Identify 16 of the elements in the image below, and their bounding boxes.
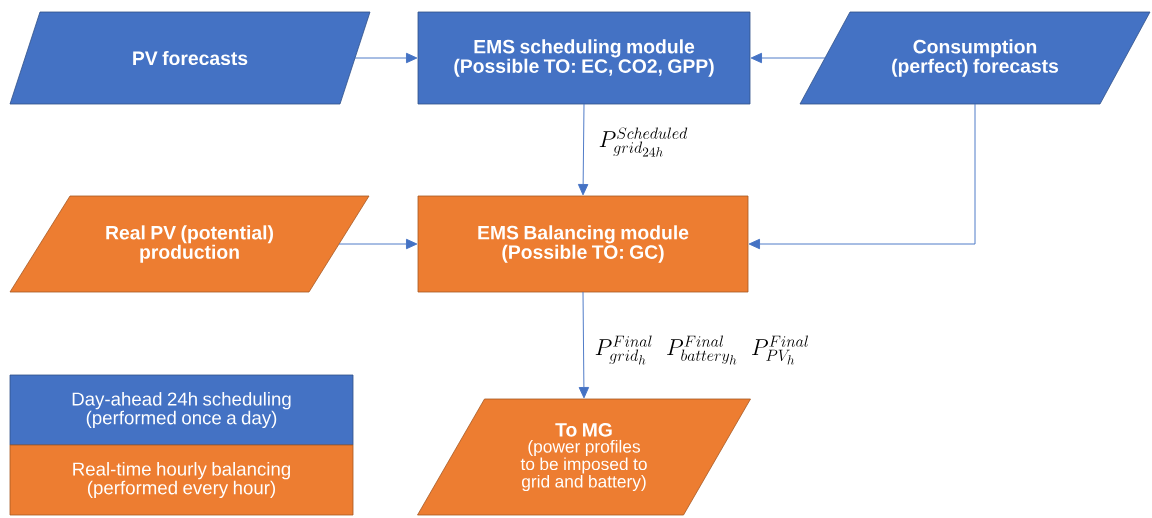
arrow	[578, 291, 590, 399]
arrow	[748, 103, 976, 250]
arrow	[354, 52, 418, 64]
arrow	[338, 238, 418, 250]
data-parallelogram: To MG (power profiles to be imposed to grid and battery)	[417, 398, 751, 516]
edge-label: $P^{Scheduled}_{grid_{24h}}$	[599, 127, 688, 157]
data-parallelogram: Consumption (perfect) forecasts	[799, 11, 1151, 105]
edge-label: $P^{Final}_{grid_h}\;\;P^{Final}_{battery_h}\;\;P^{Final}_{PV_h}$	[595, 335, 808, 365]
process-box: EMS Balancing module (Possible TO: GC)	[417, 195, 749, 293]
arrow	[577, 103, 589, 196]
arrow	[750, 52, 826, 64]
process-box: EMS scheduling module (Possible TO: EC, CO2, GPP)	[417, 11, 751, 105]
data-parallelogram: Real PV (potential) production	[9, 195, 370, 293]
legend-text: Day-ahead 24h scheduling (performed once a day)	[72, 391, 291, 429]
legend-text: Real-time hourly balancing (performed every hour)	[73, 461, 290, 499]
data-parallelogram: PV forecasts	[9, 11, 371, 105]
